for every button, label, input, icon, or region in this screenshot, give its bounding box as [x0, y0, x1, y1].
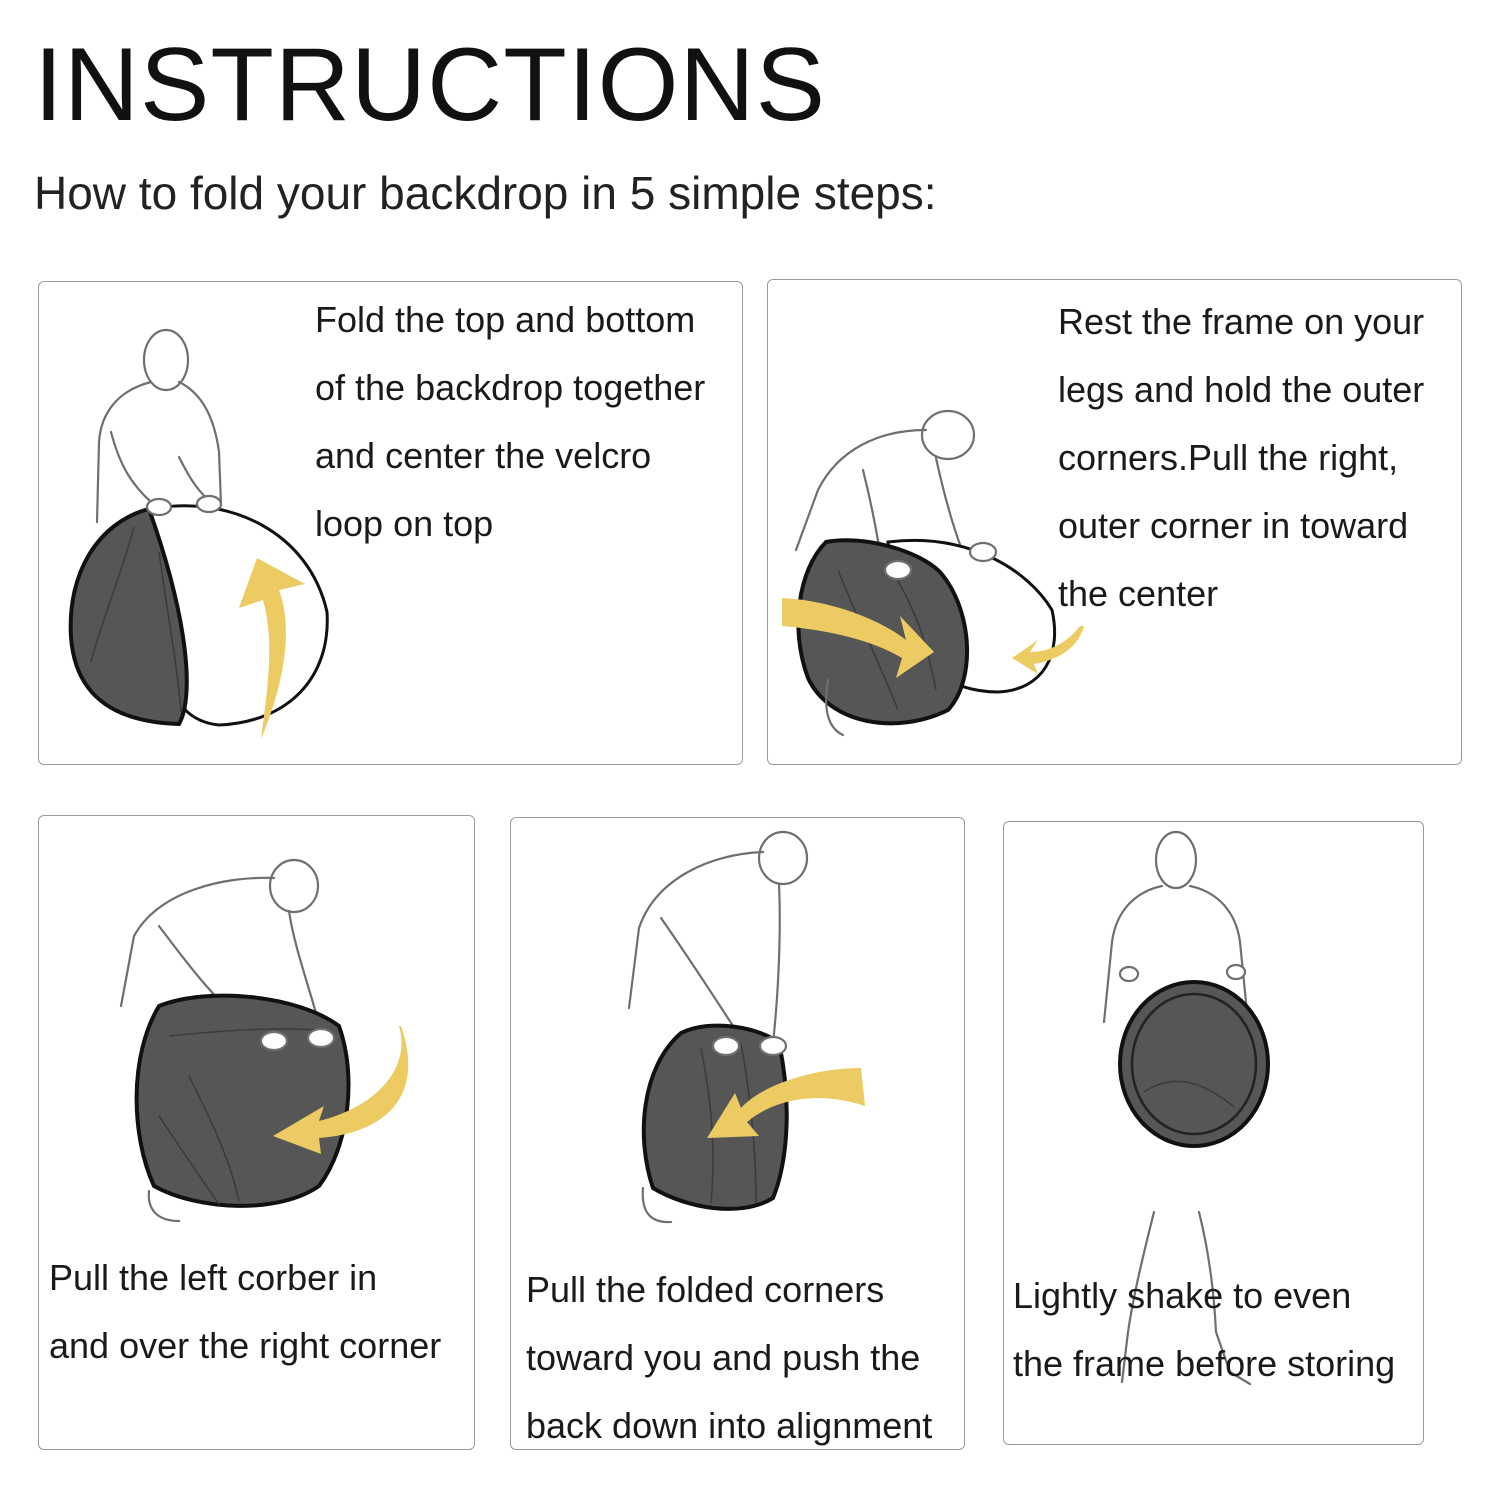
step-4-line: Pull the folded corners [526, 1269, 885, 1310]
step-5-panel: Lightly shake to even the frame before s… [1003, 821, 1424, 1445]
step-2-illustration [782, 409, 1084, 737]
step-4-illustration [627, 830, 865, 1224]
step-1-panel: Fold the top and bottom of the backdrop … [38, 281, 743, 765]
step-4-text: Pull the folded corners toward you and p… [526, 1256, 932, 1460]
step-5-text: Lightly shake to even the frame before s… [1013, 1262, 1395, 1398]
step-3-line: Pull the left corber in [49, 1257, 378, 1298]
step-1-text: Fold the top and bottom of the backdrop … [315, 286, 705, 558]
step-3-text: Pull the left corber in and over the rig… [49, 1244, 441, 1380]
step-2-text: Rest the frame on your legs and hold the… [1058, 288, 1424, 628]
step-5-illustration [1102, 830, 1270, 1386]
step-2-line: outer corner in toward [1058, 505, 1409, 546]
step-2-line: the center [1058, 573, 1219, 614]
step-4-line: back down into alignment [526, 1405, 933, 1446]
page-title: INSTRUCTIONS [34, 27, 826, 143]
step-3-line: and over the right corner [49, 1325, 442, 1366]
step-1-line: of the backdrop together [315, 367, 706, 408]
step-2-panel: Rest the frame on your legs and hold the… [767, 279, 1462, 765]
step-2-line: legs and hold the outer [1058, 369, 1425, 410]
step-1-illustration [68, 328, 329, 739]
step-1-line: loop on top [315, 503, 494, 544]
page-subtitle: How to fold your backdrop in 5 simple st… [34, 167, 937, 219]
step-5-line: Lightly shake to even [1013, 1275, 1352, 1316]
step-3-illustration [119, 858, 409, 1223]
step-4-line: toward you and push the [526, 1337, 921, 1378]
step-2-line: Rest the frame on your [1058, 301, 1425, 342]
step-5-line: the frame before storing [1013, 1343, 1396, 1384]
step-1-line: Fold the top and bottom [315, 299, 696, 340]
step-1-line: and center the velcro [315, 435, 652, 476]
step-3-panel: Pull the left corber in and over the rig… [38, 815, 475, 1450]
step-4-panel: Pull the folded corners toward you and p… [510, 817, 965, 1450]
step-2-line: corners.Pull the right, [1058, 437, 1399, 478]
